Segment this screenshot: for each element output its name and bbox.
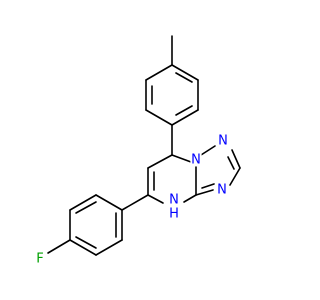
fluorophenyl-inner-double-1 xyxy=(75,201,97,214)
pyrimidine-bond-n-c7 xyxy=(171,154,192,163)
tolyl-bond-1 xyxy=(171,64,199,81)
tolyl-bond-3 xyxy=(171,109,199,126)
pyrimidine-bond-c5-n4 xyxy=(147,194,164,204)
triazole-bond-n2-c3 xyxy=(231,149,241,169)
tolyl-inner-double-1 xyxy=(175,72,193,83)
fluorophenyl-bond-5 xyxy=(95,239,123,256)
molecule-canvas: N N N N H F xyxy=(34,35,241,269)
fluorine-bond xyxy=(47,239,71,254)
atom-label-fluorine: F xyxy=(36,252,43,267)
fluorophenyl-bond-1 xyxy=(95,194,123,211)
triazole-bond-n4-c3a xyxy=(195,189,214,196)
triazole-inner-double-1 xyxy=(227,156,235,170)
fluorophenyl-bond-4 xyxy=(69,239,97,256)
triazole-inner-double-2 xyxy=(201,183,215,189)
pyrimidine-bond-c7-c6 xyxy=(147,154,173,169)
atom-label-n-top: N xyxy=(191,153,201,168)
fluorophenyl-ring xyxy=(69,194,123,256)
fluorophenyl-bond-2 xyxy=(69,194,97,211)
fluorophenyl-link-bond xyxy=(121,194,149,211)
molecule-structure: N N N N H F xyxy=(34,35,241,269)
atom-label-n-h: N xyxy=(169,193,179,208)
tolyl-bond-6 xyxy=(145,64,173,81)
atom-label-n-right: N xyxy=(217,183,227,198)
pyrimidine-bond-n4-c3a xyxy=(183,194,197,203)
atom-label-n-upper-right: N xyxy=(218,134,228,149)
tolyl-inner-double-2 xyxy=(175,105,193,116)
triazole-bond-n1-n2 xyxy=(200,145,216,156)
tolyl-ring xyxy=(145,64,199,126)
atom-label-hydrogen: H xyxy=(169,207,179,222)
pyrimidine-ring xyxy=(147,154,197,204)
fluorophenyl-inner-double-2 xyxy=(75,236,97,249)
tolyl-bond-4 xyxy=(145,109,173,126)
triazole-bond-c3-n4 xyxy=(229,167,241,186)
triazole-ring xyxy=(195,145,241,196)
